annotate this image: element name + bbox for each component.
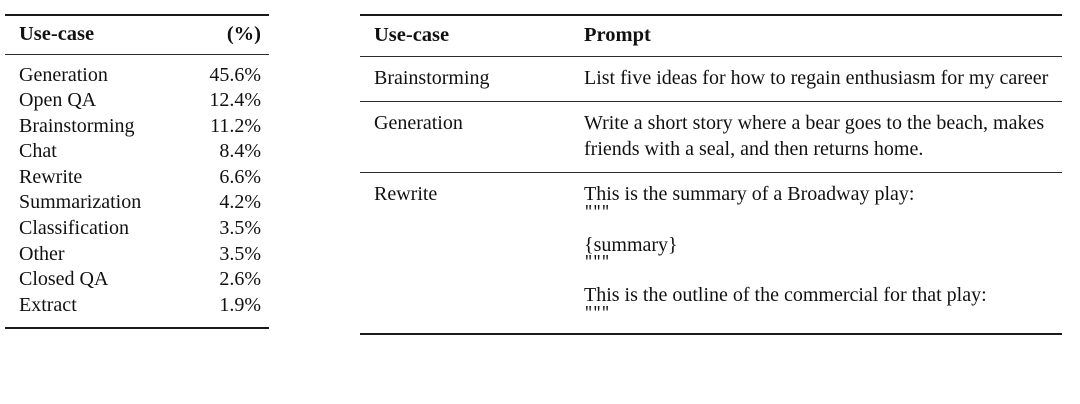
- cell-percent: 3.5%: [219, 217, 261, 240]
- cell-use-case: Rewrite: [19, 165, 83, 188]
- prompt-blank-line: [584, 272, 1062, 283]
- cell-percent: 11.2%: [210, 114, 261, 137]
- prompt-table-body: Brainstorming List five ideas for how to …: [360, 57, 1062, 333]
- column-header-use-case: Use-case: [374, 24, 450, 46]
- cell-use-case: Other: [19, 242, 65, 265]
- cell-percent: 12.4%: [209, 89, 261, 112]
- usecase-share-table: Use-case (%) Generation 45.6% Open QA 12.4%…: [5, 14, 269, 330]
- column-header-prompt: Prompt: [584, 24, 651, 46]
- table-row: Other 3.5%: [5, 242, 269, 268]
- prompt-text-line: This is the outline of the commercial fo…: [584, 284, 987, 306]
- prompt-table-bottom-rule: [360, 332, 1062, 335]
- table-row: Chat 8.4%: [5, 139, 269, 165]
- table-row: Generation 45.6%: [5, 55, 269, 89]
- prompt-table-body-grid: Brainstorming List five ideas for how to …: [360, 57, 1062, 333]
- row-separator-rule: [360, 101, 1062, 102]
- cell-percent: 4.2%: [219, 191, 261, 214]
- usecase-prompt-table: Use-case Prompt Brainstorming List five i…: [360, 14, 1062, 335]
- table-row: Brainstorming 11.2%: [5, 114, 269, 140]
- row-separator-line: [360, 172, 1062, 173]
- prompt-table-top-rule: [360, 14, 1062, 16]
- prompt-table-header-row: Use-case Prompt: [360, 16, 1062, 56]
- prompt-text-line: This is the summary of a Broadway play:: [584, 183, 915, 205]
- cell-percent: 1.9%: [219, 293, 261, 316]
- prompt-triple-quote: """: [584, 304, 610, 322]
- cell-percent: 2.6%: [219, 268, 261, 291]
- prompt-blank-line: [584, 222, 1062, 233]
- cell-percent: 3.5%: [219, 242, 261, 265]
- cell-use-case: Summarization: [19, 191, 142, 214]
- cell-use-case: Open QA: [19, 89, 97, 112]
- cell-percent: 6.6%: [219, 165, 261, 188]
- cell-use-case: Brainstorming: [19, 114, 135, 137]
- table-row: Generation Write a short story where a be…: [360, 102, 1062, 172]
- cell-use-case: Brainstorming: [374, 66, 490, 89]
- cell-use-case: Rewrite: [374, 183, 438, 205]
- cell-use-case: Chat: [19, 140, 57, 163]
- table-row: Rewrite This is the summary of a Broadway…: [360, 173, 1062, 333]
- table-bottom-rule: [5, 327, 269, 330]
- cell-prompt: This is the summary of a Broadway play:"…: [584, 173, 1062, 333]
- prompt-text-line: List five ideas for how to regain enthus…: [584, 66, 1049, 89]
- cell-prompt: List five ideas for how to regain enthus…: [584, 57, 1062, 102]
- table-header-rule: [5, 53, 269, 55]
- table-top-rule: [5, 14, 269, 16]
- column-header-use-case: Use-case: [19, 23, 95, 45]
- table-header-row: Use-case (%): [5, 16, 269, 54]
- share-table-grid: Use-case (%): [5, 16, 269, 54]
- table-row: Brainstorming List five ideas for how to …: [360, 57, 1062, 102]
- table-row: Extract 1.9%: [5, 293, 269, 328]
- table-row: Classification 3.5%: [5, 216, 269, 242]
- prompt-table-header-rule: [360, 55, 1062, 57]
- prompt-table-head-grid: Use-case Prompt: [360, 16, 1062, 56]
- cell-use-case: Extract: [19, 293, 77, 316]
- column-header-percent: (%): [226, 23, 261, 45]
- table-row: Open QA 12.4%: [5, 88, 269, 114]
- table-row: Summarization 4.2%: [5, 190, 269, 216]
- table-row: Closed QA 2.6%: [5, 267, 269, 293]
- cell-use-case: Closed QA: [19, 268, 109, 291]
- row-separator: [360, 172, 1062, 173]
- cell-use-case: Classification: [19, 217, 129, 240]
- cell-use-case: Generation: [19, 63, 108, 86]
- row-separator-rule: [360, 172, 1062, 173]
- prompt-text-line: {summary}: [584, 233, 678, 256]
- cell-use-case: Generation: [374, 112, 463, 134]
- row-separator: [360, 101, 1062, 102]
- table-row: Rewrite 6.6%: [5, 165, 269, 191]
- cell-percent: 8.4%: [219, 140, 261, 163]
- cell-percent: 45.6%: [209, 63, 261, 86]
- prompt-text-line: Write a short story where a bear goes to…: [584, 112, 1050, 160]
- row-separator-line: [360, 101, 1062, 102]
- prompt-triple-quote: """: [584, 203, 610, 221]
- cell-prompt: Write a short story where a bear goes to…: [584, 102, 1062, 172]
- prompt-triple-quote: """: [584, 254, 610, 271]
